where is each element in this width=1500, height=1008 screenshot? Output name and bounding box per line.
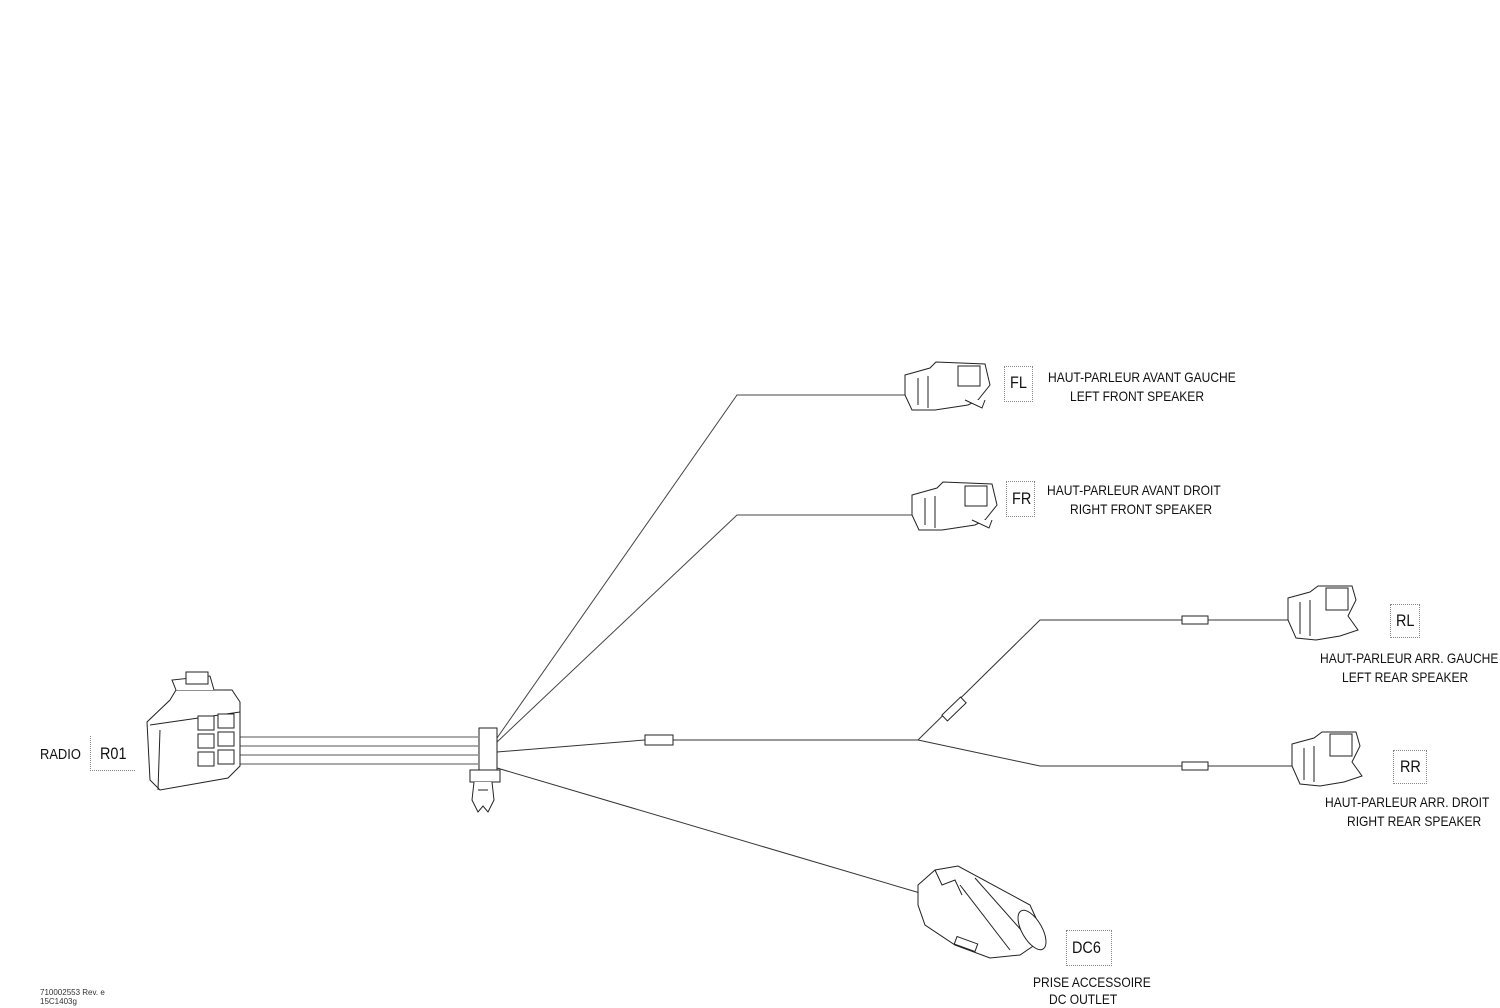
rl-code: RL xyxy=(1396,611,1415,630)
fr-code: FR xyxy=(1012,489,1032,508)
rr-code-box xyxy=(1393,750,1427,784)
fl-label-en: LEFT FRONT SPEAKER xyxy=(1070,388,1205,404)
rr-connector-drawing xyxy=(1291,731,1363,787)
radio-connector-drawing xyxy=(146,671,241,791)
part-number: 710002553 Rev. e xyxy=(40,988,105,997)
fr-connector-drawing xyxy=(911,481,998,531)
splice-sleeves xyxy=(644,615,1209,771)
fl-code: FL xyxy=(1010,373,1027,392)
fr-code-box xyxy=(1006,481,1035,517)
radio-code: R01 xyxy=(100,744,127,763)
harness-clip-drawing xyxy=(469,727,501,813)
radio-code-box xyxy=(90,736,135,771)
fl-label-fr: HAUT-PARLEUR AVANT GAUCHE xyxy=(1048,369,1236,385)
fl-connector-drawing xyxy=(904,361,991,411)
drawing-code: 15C1403g xyxy=(40,997,77,1006)
main-trunk-wires xyxy=(240,736,478,765)
dc6-label-fr: PRISE ACCESSOIRE xyxy=(1033,974,1151,990)
fr-label-en: RIGHT FRONT SPEAKER xyxy=(1070,501,1213,517)
rl-connector-drawing xyxy=(1287,585,1359,641)
rr-label-en: RIGHT REAR SPEAKER xyxy=(1347,813,1482,829)
rl-label-fr: HAUT-PARLEUR ARR. GAUCHE xyxy=(1320,650,1499,666)
radio-label: RADIO xyxy=(40,746,81,763)
rl-code-box xyxy=(1390,604,1420,638)
branch-wires xyxy=(496,394,1292,894)
rr-code: RR xyxy=(1400,757,1421,776)
rr-label-fr: HAUT-PARLEUR ARR. DROIT xyxy=(1325,794,1490,810)
fr-label-fr: HAUT-PARLEUR AVANT DROIT xyxy=(1047,482,1221,498)
dc6-label-en: DC OUTLET xyxy=(1049,991,1118,1007)
dc6-code: DC6 xyxy=(1072,938,1101,957)
dc-outlet-connector-drawing xyxy=(917,865,1047,959)
dc6-code-box xyxy=(1066,930,1112,966)
rl-label-en: LEFT REAR SPEAKER xyxy=(1342,669,1469,685)
fl-code-box xyxy=(1004,366,1033,402)
